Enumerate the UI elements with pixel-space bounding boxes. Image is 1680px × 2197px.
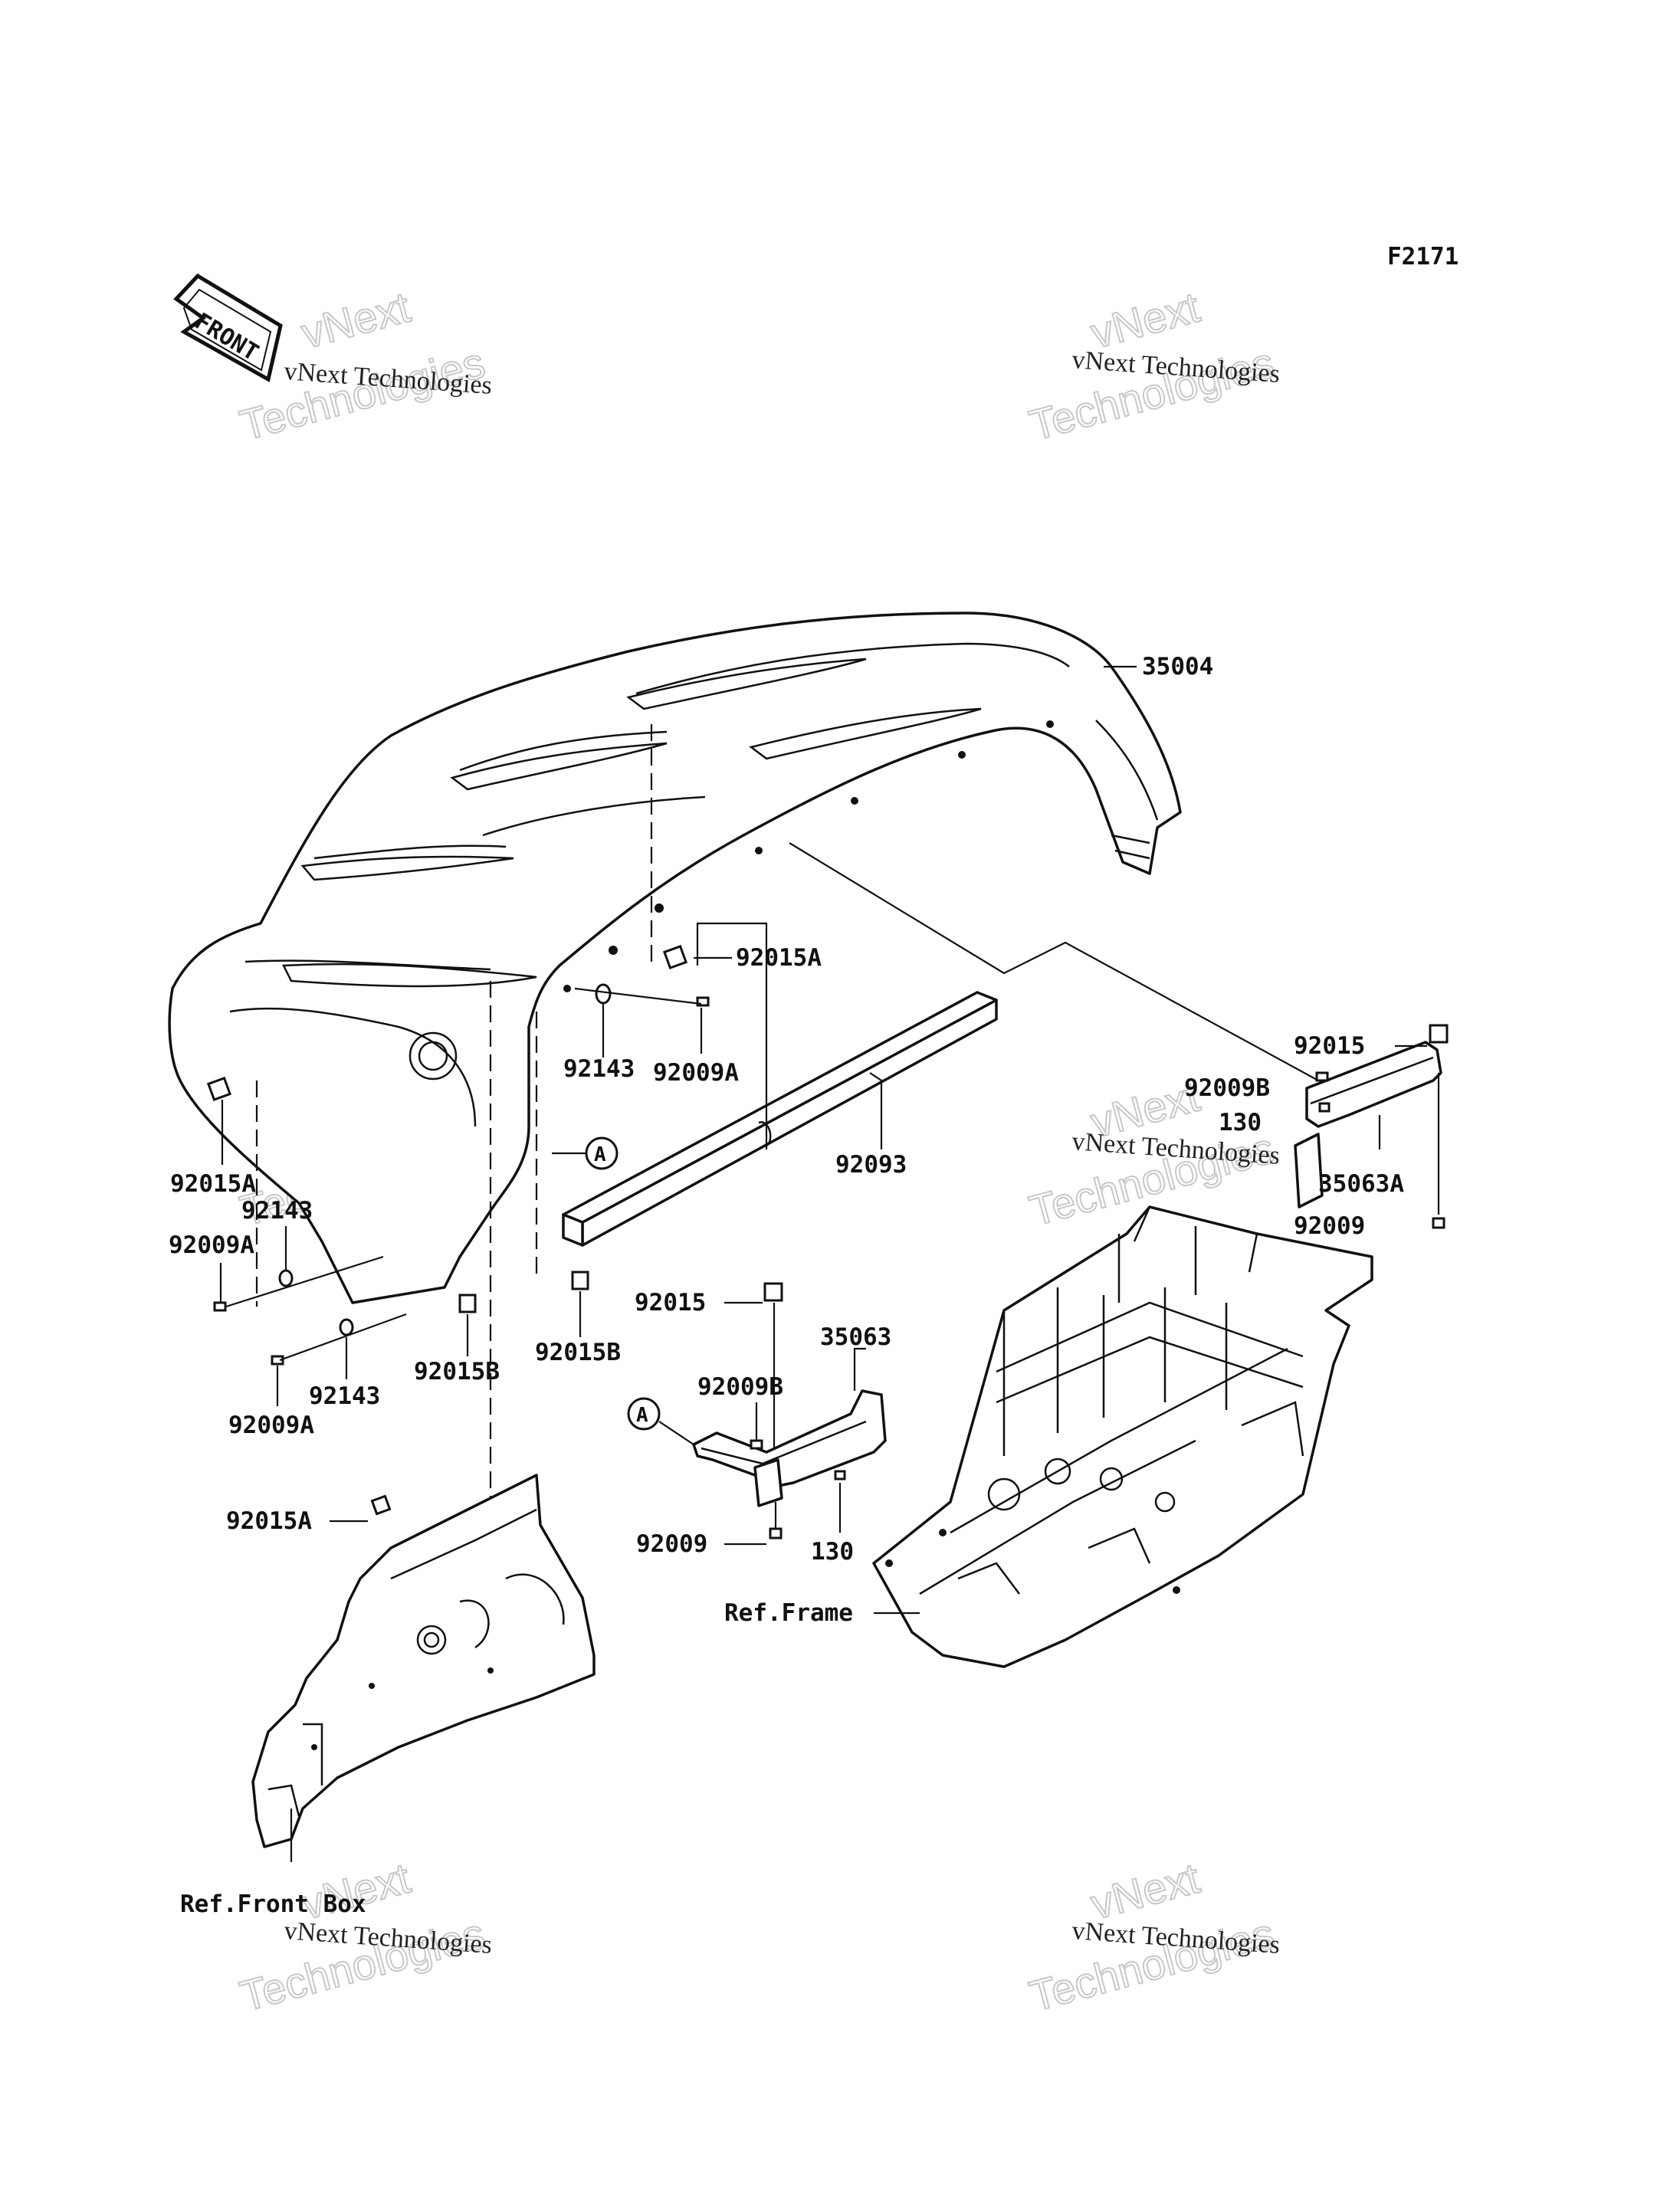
label-92009b-right: 92009B xyxy=(1184,1074,1270,1102)
cap-92015-right xyxy=(1429,1024,1449,1044)
clip-92015a-lower xyxy=(370,1494,392,1516)
label-35063: 35063 xyxy=(820,1323,891,1351)
leader-fender-bolt xyxy=(574,987,702,1005)
bolt-92009-right xyxy=(1432,1217,1445,1229)
bolt-92009b-mid xyxy=(750,1439,763,1450)
clip-92015b-b xyxy=(571,1271,589,1290)
ref-a-marker-mid xyxy=(627,1397,661,1431)
leader-bolt-line xyxy=(225,1255,384,1308)
front-box-part xyxy=(251,1474,596,1848)
bracket-35063a-part xyxy=(1294,1041,1442,1208)
bracket-92093 xyxy=(696,922,768,1149)
bolt-92009b-right xyxy=(1315,1071,1329,1082)
clip-92015a-left xyxy=(206,1076,232,1102)
ref-a-marker xyxy=(585,1136,619,1170)
watermark-line2: vNext xyxy=(1086,283,1205,358)
washer-92143-a xyxy=(595,983,612,1005)
bolt-92009a-a xyxy=(696,996,710,1007)
leader-bolt-line-c xyxy=(279,1313,407,1362)
watermark-line2: vNext xyxy=(1086,1854,1205,1929)
ref-a-text-mid: A xyxy=(636,1404,648,1427)
label-92143-c: 92143 xyxy=(309,1382,380,1410)
watermark-top-right: vNext Technologies vNext Technologies xyxy=(1024,282,1281,451)
label-92143-b: 92143 xyxy=(241,1197,313,1225)
leader-ref-a-mid xyxy=(658,1421,694,1445)
label-35004: 35004 xyxy=(1142,653,1213,680)
label-ref-front-box: Ref.Front Box xyxy=(180,1890,366,1918)
bolt-130-mid xyxy=(834,1470,846,1481)
label-92015b-a: 92015B xyxy=(414,1358,500,1385)
washer-92143-b xyxy=(278,1269,294,1287)
rear-fender-part xyxy=(168,612,1182,1304)
leader-35063 xyxy=(853,1347,866,1391)
bolt-92009a-c xyxy=(271,1355,284,1366)
label-92009-right: 92009 xyxy=(1294,1212,1365,1240)
bolt-130-right xyxy=(1318,1102,1331,1113)
bracket-35063-part xyxy=(692,1389,887,1507)
figure-code: F2171 xyxy=(1387,243,1459,271)
label-130-right: 130 xyxy=(1219,1109,1262,1136)
bolt-92009-mid xyxy=(769,1527,783,1540)
label-92009-mid: 92009 xyxy=(636,1530,707,1558)
label-92015-right: 92015 xyxy=(1294,1032,1365,1060)
watermark-bottom-left: vNext Technologies vNext Technologies xyxy=(235,1853,493,2022)
clip-92015a-top xyxy=(662,944,688,970)
cap-92015-mid xyxy=(763,1282,783,1302)
bolt-92009a-b xyxy=(213,1301,227,1312)
label-92009a-a: 92009A xyxy=(653,1059,739,1087)
washer-92143-c xyxy=(339,1318,354,1336)
watermark-line2: vNext xyxy=(297,283,415,358)
ref-a-text: A xyxy=(594,1143,606,1166)
label-130-mid: 130 xyxy=(811,1538,854,1566)
label-92015a-left: 92015A xyxy=(170,1170,256,1198)
leader-fender-to-bracket xyxy=(789,842,1319,1081)
label-92093: 92093 xyxy=(835,1151,907,1179)
label-92143-a: 92143 xyxy=(563,1055,635,1083)
label-92015a-lower: 92015A xyxy=(226,1507,312,1535)
watermark-top-left: vNext Technologies vNext Technologies xyxy=(235,282,493,451)
foam-strip-part xyxy=(562,991,998,1247)
frame-part xyxy=(872,1205,1373,1668)
label-ref-frame: Ref.Frame xyxy=(724,1599,853,1627)
front-arrow-icon: FRONT xyxy=(173,273,283,382)
label-92015-mid: 92015 xyxy=(635,1289,706,1317)
label-35063a: 35063A xyxy=(1318,1170,1404,1198)
watermark-bottom-right: vNext Technologies vNext Technologies xyxy=(1024,1853,1281,2022)
label-92009b-mid: 92009B xyxy=(697,1373,783,1401)
label-92009a-b: 92009A xyxy=(169,1231,254,1259)
leader-92093 xyxy=(869,1072,883,1149)
clip-92015b-a xyxy=(458,1294,477,1313)
label-92009a-c: 92009A xyxy=(228,1412,314,1439)
label-92015a-top: 92015A xyxy=(736,944,822,972)
label-92015b-b: 92015B xyxy=(535,1339,621,1366)
